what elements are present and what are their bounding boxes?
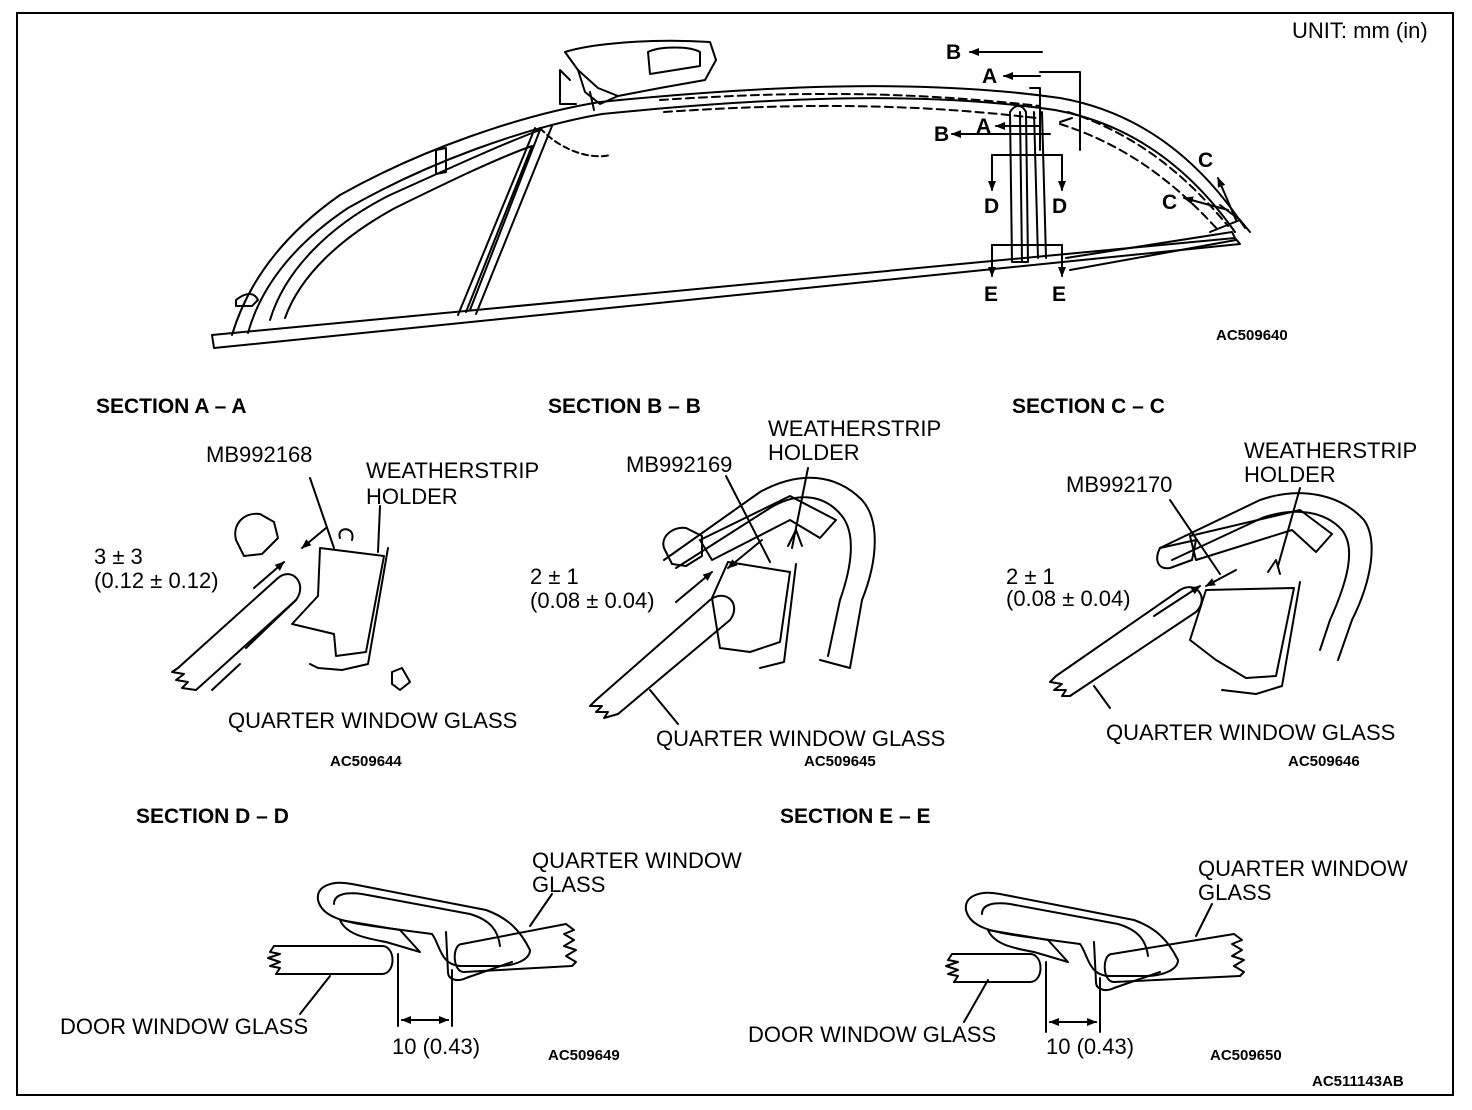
section-c-dim-1: 2 ± 1	[1006, 564, 1055, 589]
section-e-quarter-2: GLASS	[1198, 880, 1272, 905]
section-a-glass: QUARTER WINDOW GLASS	[228, 708, 518, 733]
marker-a-bottom: A	[976, 115, 992, 138]
section-b-dim-2: (0.08 ± 0.04)	[530, 588, 655, 613]
section-e-title: SECTION E – E	[780, 805, 931, 828]
section-e-dim: 10 (0.43)	[1046, 1034, 1135, 1059]
section-e-quarter-1: QUARTER WINDOW	[1198, 856, 1408, 881]
window-frame-illustration	[211, 39, 1251, 349]
section-c-holder-1: WEATHERSTRIP	[1244, 438, 1418, 463]
marker-b-top: B	[946, 41, 962, 64]
section-e-illustration	[945, 891, 1245, 1033]
section-c-glass: QUARTER WINDOW GLASS	[1106, 720, 1396, 745]
section-c-holder-2: HOLDER	[1244, 462, 1336, 487]
marker-d-right: D	[1052, 195, 1068, 218]
section-d-title: SECTION D – D	[136, 805, 289, 828]
section-b-holder-1: WEATHERSTRIP	[768, 416, 942, 441]
section-b-dim-1: 2 ± 1	[530, 564, 579, 589]
section-d-dim: 10 (0.43)	[392, 1034, 481, 1059]
section-c-dim-2: (0.08 ± 0.04)	[1006, 586, 1131, 611]
ref-b: AC509645	[804, 753, 876, 770]
section-a-title: SECTION A – A	[96, 395, 247, 418]
section-b-title: SECTION B – B	[548, 395, 701, 418]
marker-d-left: D	[984, 195, 1000, 218]
section-d-quarter-2: GLASS	[532, 872, 606, 897]
unit-label: UNIT: mm (in)	[1292, 18, 1428, 43]
section-a-tool: MB992168	[206, 442, 313, 467]
section-e-door: DOOR WINDOW GLASS	[748, 1022, 997, 1047]
section-a-holder-2: HOLDER	[366, 484, 458, 509]
ref-d: AC509649	[548, 1047, 620, 1064]
marker-b-bottom: B	[934, 123, 950, 146]
section-b-tool: MB992169	[626, 452, 733, 477]
section-cut-arrows	[951, 48, 1237, 277]
marker-e-right: E	[1052, 283, 1067, 306]
ref-sheet: AC511143AB	[1312, 1073, 1404, 1090]
ref-e: AC509650	[1210, 1047, 1282, 1064]
marker-e-left: E	[984, 283, 999, 306]
section-a-illustration	[171, 477, 411, 691]
section-b-glass: QUARTER WINDOW GLASS	[656, 726, 946, 751]
section-d-illustration	[267, 881, 577, 1027]
section-a-dim-2: (0.12 ± 0.12)	[94, 568, 219, 593]
section-c-title: SECTION C – C	[1012, 395, 1165, 418]
section-c-illustration	[1049, 487, 1373, 709]
section-d-door: DOOR WINDOW GLASS	[60, 1014, 309, 1039]
section-b-illustration	[589, 467, 876, 725]
marker-c-bottom: C	[1162, 191, 1178, 214]
section-b-holder-2: HOLDER	[768, 440, 860, 465]
section-d-quarter-1: QUARTER WINDOW	[532, 848, 742, 873]
section-a-holder-1: WEATHERSTRIP	[366, 458, 540, 483]
ref-a: AC509644	[330, 753, 402, 770]
section-a-dim-1: 3 ± 3	[94, 544, 143, 569]
ref-main: AC509640	[1216, 327, 1288, 344]
marker-a-top: A	[982, 65, 998, 88]
drawing-frame	[16, 12, 1454, 1096]
marker-c-top: C	[1198, 149, 1214, 172]
ref-c: AC509646	[1288, 753, 1360, 770]
section-c-tool: MB992170	[1066, 472, 1173, 497]
